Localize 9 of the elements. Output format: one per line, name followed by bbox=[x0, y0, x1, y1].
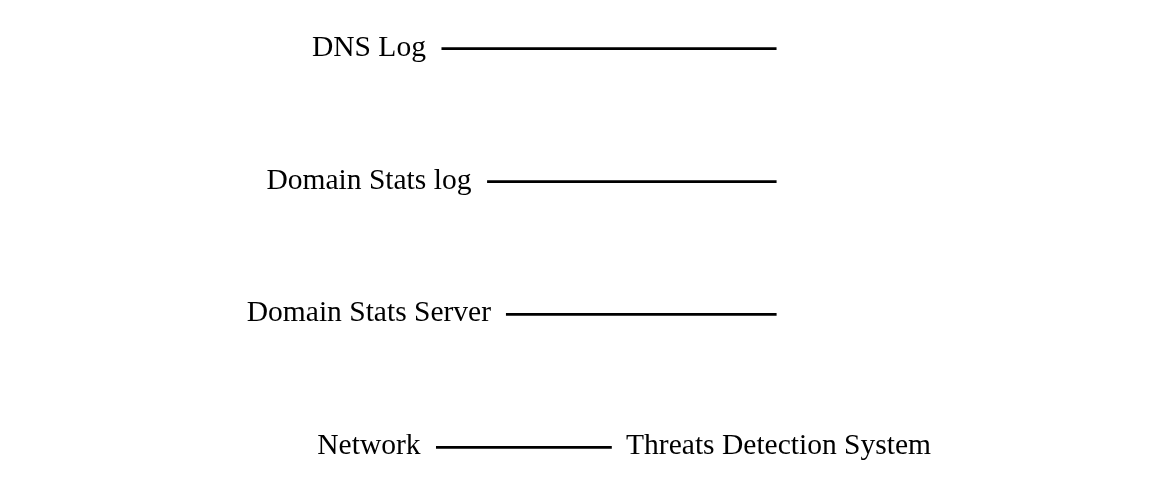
connector bbox=[435, 445, 612, 449]
node-text: Domain Stats Server bbox=[246, 295, 491, 328]
connector bbox=[505, 313, 777, 316]
node-text: DNS Log bbox=[311, 29, 426, 62]
node-text: Network bbox=[316, 428, 421, 461]
connector bbox=[441, 47, 777, 51]
connector bbox=[486, 180, 777, 183]
node-text: Domain Stats log bbox=[265, 162, 471, 195]
node-text: Threats Detection System bbox=[625, 428, 931, 461]
